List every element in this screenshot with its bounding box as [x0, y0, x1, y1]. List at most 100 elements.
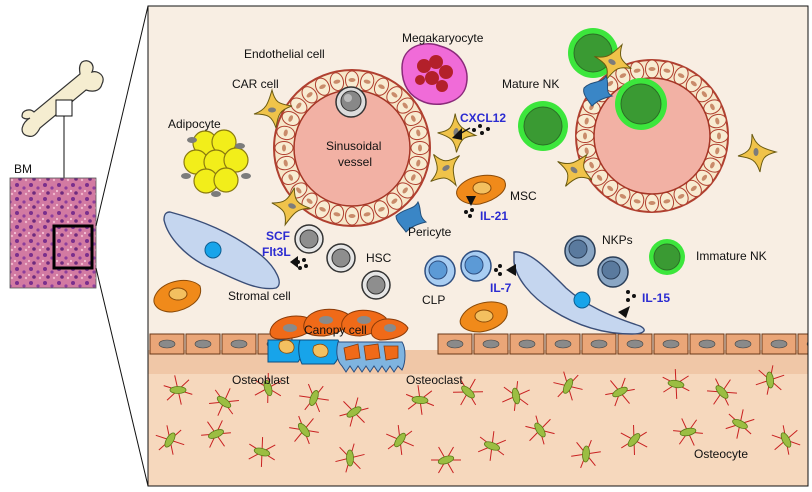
lining-cell — [761, 333, 797, 355]
zoom-line-bottom — [95, 267, 149, 487]
zoom-line-top — [95, 5, 149, 227]
bm-label: BM — [14, 162, 32, 176]
endothelial-cell — [685, 74, 702, 93]
femur-bone-icon — [21, 60, 104, 137]
endothelial-cell — [408, 155, 428, 171]
label-clp: CLP — [422, 293, 445, 307]
hsc-in-vessel — [335, 86, 367, 118]
lining-cell — [653, 333, 689, 355]
osteocyte-cell — [386, 425, 414, 455]
endothelial-cell — [709, 129, 729, 143]
label-endothelial-cell: Endothelial cell — [244, 47, 325, 61]
msc-cell — [153, 279, 202, 313]
endothelial-cell — [404, 169, 423, 186]
osteocyte-cell — [662, 369, 690, 399]
endothelial-cell — [329, 72, 345, 92]
label-megakaryocyte: Megakaryocyte — [402, 31, 484, 45]
endothelial-cell — [359, 72, 375, 92]
label-osteoclast: Osteoclast — [406, 373, 463, 387]
lining-cell — [185, 333, 221, 355]
clp-cell — [424, 255, 456, 287]
label-osteoblast: Osteoblast — [232, 373, 290, 387]
endothelial-cell — [276, 125, 296, 141]
endothelial-cell — [396, 182, 414, 199]
lining-cell — [581, 333, 617, 355]
cytokine-il7: IL-7 — [490, 281, 512, 295]
endothelial-cell — [386, 86, 403, 104]
endothelial-cell — [408, 125, 428, 141]
label-nkps: NKPs — [602, 233, 633, 247]
msc-cell — [459, 301, 508, 333]
osteocyte-cell — [163, 375, 193, 405]
car-cell — [253, 88, 293, 129]
endothelial-cell — [396, 97, 414, 114]
sinusoidal-vessel-left — [273, 69, 431, 227]
osteocyte-cell — [405, 385, 435, 415]
nkp-cells — [564, 235, 629, 288]
stromal-cell — [513, 251, 645, 335]
endothelial-cell — [314, 77, 331, 96]
left-panel: BM — [9, 5, 149, 487]
endothelial-cell — [329, 204, 345, 224]
osteocyte-cell — [248, 437, 276, 467]
osteocyte-cell — [254, 373, 282, 403]
osteocyte-cell — [335, 443, 365, 473]
bm-histology-image — [9, 177, 97, 289]
osteocyte-cell — [525, 415, 555, 445]
endothelial-cell — [703, 99, 722, 115]
osteoblast-cells — [267, 339, 341, 365]
lining-cell — [545, 333, 581, 355]
car-cell — [737, 133, 778, 173]
osteocyte-cell — [209, 388, 239, 416]
nkp-cell — [564, 235, 596, 267]
label-osteocyte: Osteocyte — [694, 447, 748, 461]
label-sinusoidal-vessel-1: Sinusoidal — [326, 139, 381, 153]
endothelial-cell — [707, 143, 727, 159]
mature-nk-cell — [615, 78, 667, 130]
label-immature-nk: Immature NK — [696, 249, 767, 263]
endothelial-cell — [629, 61, 645, 81]
lining-cell — [509, 333, 545, 355]
osteocyte-cell — [155, 425, 185, 455]
lining-cell — [617, 333, 653, 355]
cytokine-flt3l: Flt3L — [262, 245, 291, 259]
lining-cell — [689, 333, 725, 355]
osteocyte-cell — [673, 418, 703, 446]
osteocyte-cell — [452, 378, 484, 406]
endothelial-cell — [659, 191, 675, 211]
osteocyte-cell — [755, 365, 785, 395]
megakaryocyte-cell — [401, 43, 468, 106]
lining-cell — [473, 333, 509, 355]
car-cell — [430, 154, 460, 188]
osteocyte-cell — [299, 383, 329, 413]
osteocyte-cell — [571, 439, 601, 469]
cytokine-il21: IL-21 — [480, 209, 508, 223]
label-stromal-cell: Stromal cell — [228, 289, 291, 303]
stromal-cells — [163, 211, 645, 335]
osteocyte-cell — [502, 381, 530, 411]
endothelial-cell — [345, 206, 359, 226]
endothelial-cell — [645, 193, 659, 213]
endothelial-cell — [582, 157, 601, 173]
canopy-cells — [269, 308, 409, 341]
osteocyte-cell — [289, 415, 319, 445]
endothelial-cell — [685, 179, 702, 198]
endothelial-cell — [281, 110, 300, 127]
label-sinusoidal-vessel-2: vessel — [338, 155, 372, 169]
label-msc: MSC — [510, 189, 537, 203]
hsc-cell — [326, 243, 356, 273]
clp-cells — [424, 250, 492, 287]
endothelial-cell — [410, 141, 430, 155]
endothelial-cell — [703, 157, 722, 173]
endothelial-cell — [281, 169, 300, 186]
osteocytes — [155, 365, 801, 474]
niche-panel-border — [147, 5, 809, 487]
label-hsc: HSC — [366, 251, 392, 265]
endothelial-cell — [314, 200, 331, 219]
lining-cell — [797, 333, 808, 355]
osteocyte-cell — [431, 446, 461, 474]
osteocyte-cell — [725, 409, 755, 439]
cytokine-cxcl12: CXCL12 — [460, 111, 506, 125]
stromal-cell — [163, 211, 280, 290]
